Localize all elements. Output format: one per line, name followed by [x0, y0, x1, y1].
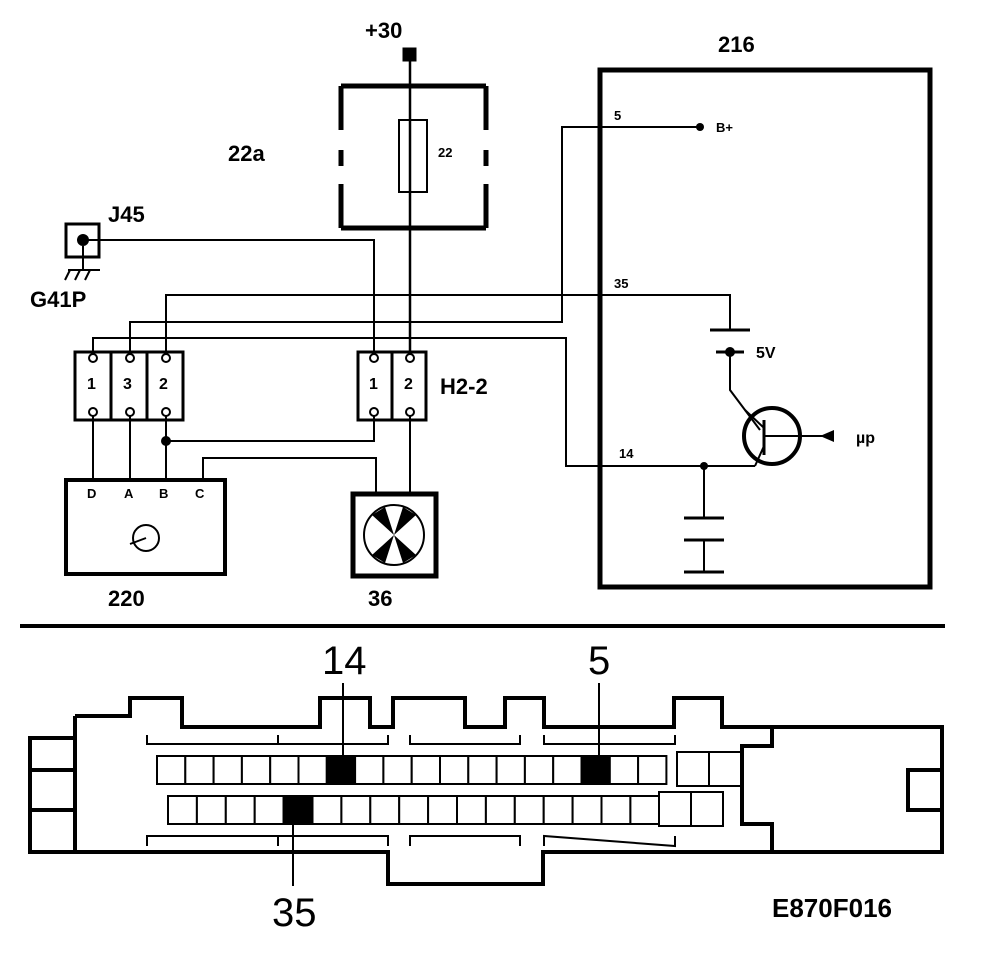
- pin-cell: [467, 755, 498, 785]
- sensor-pin-a: A: [124, 486, 134, 501]
- sensor-symbol: [132, 524, 160, 552]
- ecu-5v: 5V: [756, 345, 776, 362]
- ecu-bplus: B+: [716, 120, 733, 135]
- ecu-box: [597, 67, 933, 590]
- pin-grid: [156, 751, 742, 827]
- pin-cell: [571, 795, 603, 825]
- fan-icon: [372, 507, 416, 563]
- fan-box: [350, 491, 439, 579]
- pin-cell: [410, 755, 442, 785]
- pin-cell: [600, 795, 632, 825]
- left-pin-1: 1: [87, 376, 96, 393]
- left-pin-2: 2: [159, 376, 168, 393]
- pin-cell: [398, 795, 430, 825]
- pin-cell: [484, 795, 516, 825]
- pin-cell: [513, 795, 545, 825]
- pin-cell: [269, 755, 300, 785]
- pin-cell: [156, 755, 187, 785]
- left-pin-3: 3: [123, 376, 132, 393]
- fuse-box-label: 22a: [228, 141, 265, 166]
- pin-cell: [629, 795, 661, 825]
- pin-cell: [340, 795, 372, 825]
- ground-label: G41P: [30, 287, 86, 312]
- fan-label: 36: [368, 586, 392, 611]
- pin-cell: [382, 755, 413, 785]
- pin-cell: [439, 755, 470, 785]
- ecu-pin35: 35: [614, 276, 628, 291]
- wire-pin14: [92, 337, 755, 467]
- pin-cell-large: [658, 791, 692, 827]
- pin-cell: [253, 795, 285, 825]
- pin-cell: [456, 795, 487, 825]
- sensor-label: 220: [108, 586, 145, 611]
- pin-cell-large: [676, 751, 710, 787]
- fuse-box: [338, 83, 489, 231]
- right-pin-2: 2: [404, 376, 413, 393]
- pin-cell: [311, 795, 343, 825]
- ecu-pin14: 14: [619, 446, 634, 461]
- ecu-connector-outline: [28, 696, 944, 886]
- callout-5: 5: [588, 639, 610, 683]
- fuse-label: 22: [438, 145, 452, 160]
- connector-h-label: H2-2: [440, 374, 488, 399]
- pin-highlight: [325, 755, 357, 785]
- pin-cell: [224, 795, 256, 825]
- pin-cell: [212, 755, 243, 785]
- pin-highlight: [282, 795, 314, 825]
- supply-label: +30: [365, 18, 402, 43]
- ecu-label: 216: [718, 32, 755, 57]
- pin-cell: [523, 755, 555, 785]
- pin-cell: [542, 795, 574, 825]
- pin-cell: [427, 795, 459, 825]
- callout-14: 14: [322, 639, 367, 683]
- pin-cell-large: [708, 751, 742, 787]
- wire-pin5: [129, 126, 700, 354]
- pin-cell: [552, 755, 583, 785]
- sensor-box: [64, 478, 227, 576]
- pin-cell: [495, 755, 526, 785]
- callout-35: 35: [272, 891, 317, 935]
- fuse-element: [398, 119, 428, 193]
- pin-cell: [354, 755, 385, 785]
- pin-cell: [167, 795, 198, 825]
- jack-label: J45: [108, 202, 145, 227]
- ecu-pin5: 5: [614, 108, 621, 123]
- pin-cell: [637, 755, 668, 785]
- wire-pin35: [165, 294, 731, 354]
- sensor-pin-c: C: [195, 486, 205, 501]
- right-pin-1: 1: [369, 376, 378, 393]
- figure-code: E870F016: [772, 893, 892, 923]
- pin-cell: [240, 755, 272, 785]
- pin-cell: [608, 755, 640, 785]
- pin-cell: [369, 795, 401, 825]
- pin-cell: [195, 795, 227, 825]
- sensor-pin-d: D: [87, 486, 96, 501]
- pin-cell: [297, 755, 328, 785]
- pin-highlight: [580, 755, 611, 785]
- pin-cell-large: [690, 791, 724, 827]
- transistor-symbol: [742, 406, 834, 467]
- pin-cell: [184, 755, 215, 785]
- sensor-pin-b: B: [159, 486, 168, 501]
- ecu-micro: µp: [856, 430, 875, 447]
